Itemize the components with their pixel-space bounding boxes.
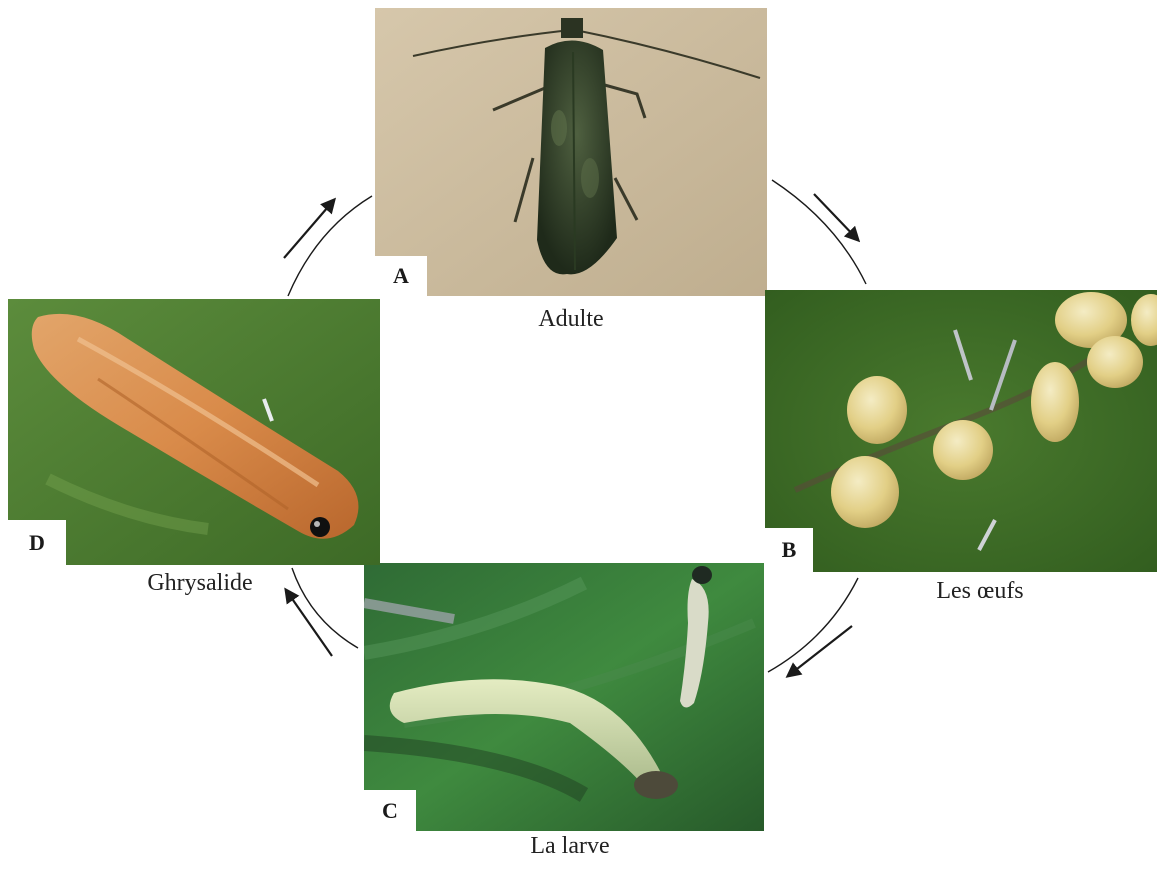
arc-b-to-c [768, 578, 858, 672]
arrow-d-to-a-icon [284, 200, 334, 258]
photo-eggs [765, 290, 1157, 572]
arrow-c-to-d-icon [286, 590, 332, 656]
caption-eggs: Les œufs [880, 578, 1080, 605]
photo-larva [364, 563, 764, 831]
photo-adult-moth [375, 8, 767, 296]
stage-letter-a: A [375, 256, 427, 296]
caption-larva: La larve [470, 833, 670, 860]
caption-chrysalis: Ghrysalide [100, 570, 300, 597]
arrow-b-to-c-icon [788, 626, 852, 676]
stage-letter-b: B [765, 528, 813, 572]
arc-d-to-a [288, 196, 372, 296]
arrow-a-to-b-icon [814, 194, 858, 240]
caption-adult: Adulte [471, 306, 671, 333]
stage-letter-d: D [8, 520, 66, 565]
arc-c-to-d [292, 568, 358, 648]
stage-letter-c: C [364, 790, 416, 831]
arc-a-to-b [772, 180, 866, 284]
